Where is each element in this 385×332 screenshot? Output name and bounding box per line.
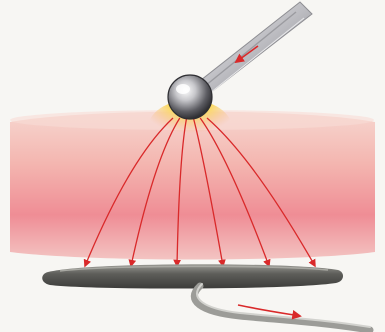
ball-electrode-icon <box>168 75 212 119</box>
ball-electrode-shine <box>176 84 190 94</box>
probe-shaft-inner-2 <box>210 18 304 93</box>
active-electrode-probe <box>168 2 312 119</box>
probe-shaft-inner <box>205 12 296 86</box>
